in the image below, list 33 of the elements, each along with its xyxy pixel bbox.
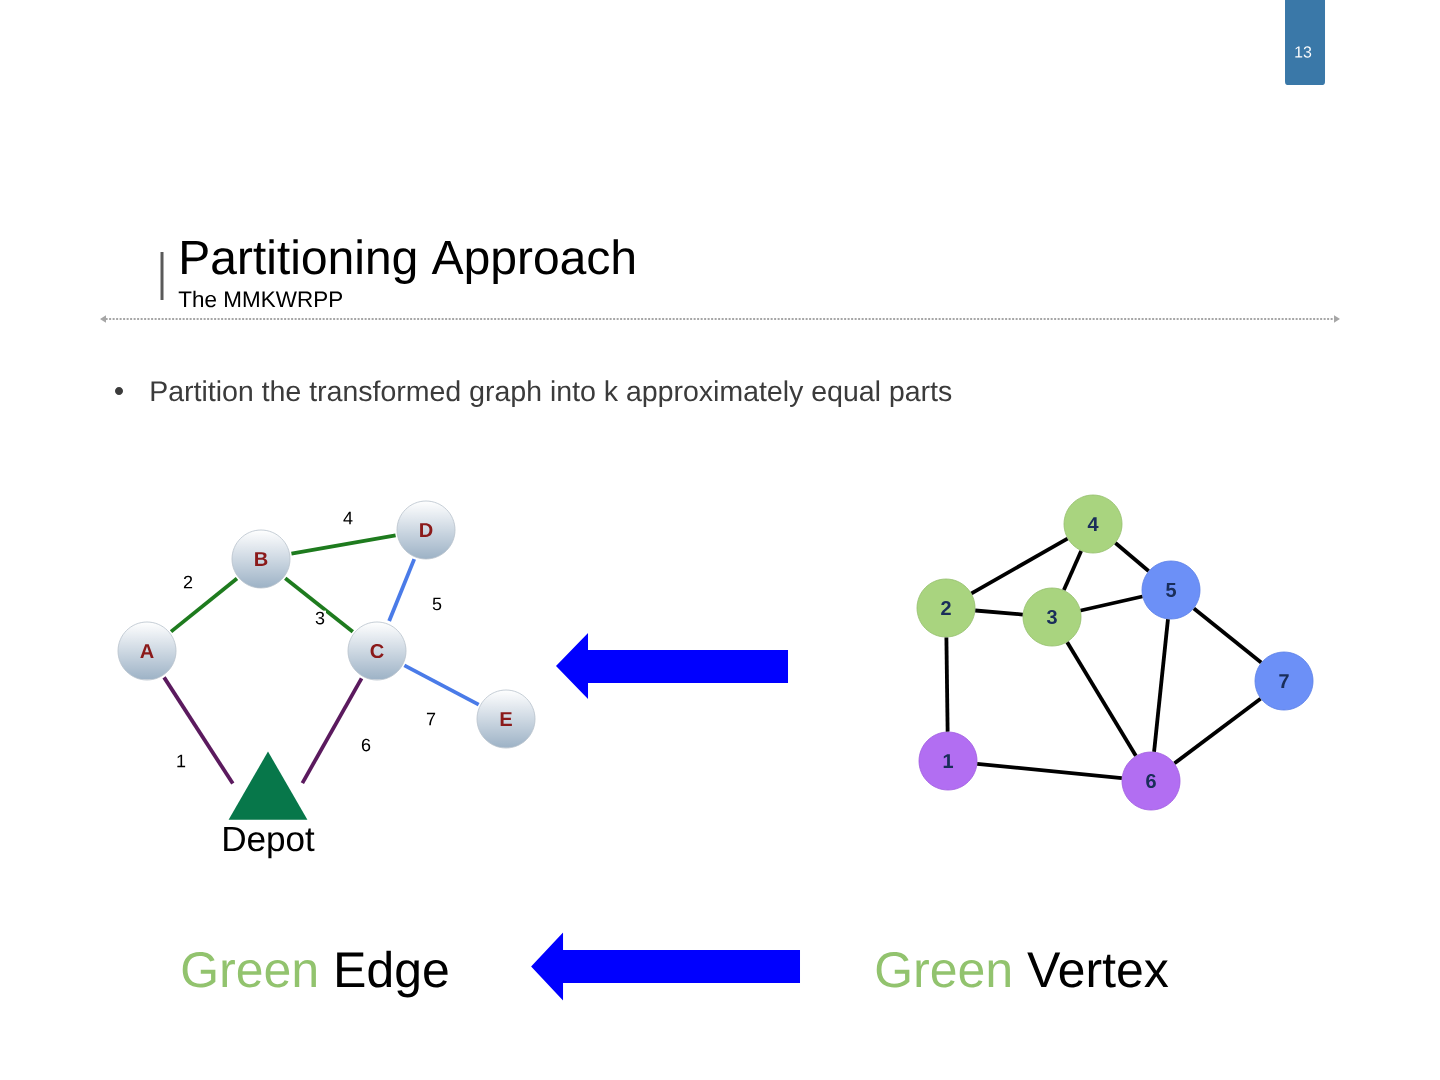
edge-line <box>1173 697 1262 765</box>
edge-line <box>1152 619 1170 752</box>
edge-line <box>387 558 416 622</box>
bullet-text: Partition the transformed graph into k approximately equal parts <box>151 380 952 407</box>
edge-line <box>970 536 1069 596</box>
edge-line <box>1114 541 1150 573</box>
edge-label: 6 <box>360 737 372 753</box>
edge-line <box>1065 641 1138 757</box>
subtitle: The MMKWRPP <box>178 290 342 308</box>
edge-line <box>1080 594 1143 613</box>
edge-line <box>403 663 480 707</box>
edge-line <box>977 762 1122 781</box>
caption-text: Green Vertex <box>876 952 1169 988</box>
edge-line <box>944 637 950 732</box>
edge-label: 7 <box>425 711 437 727</box>
edge-line <box>284 576 354 634</box>
edge-line <box>169 576 239 634</box>
node-caption: Depot <box>224 826 315 859</box>
edge-line <box>975 608 1023 617</box>
edge-line <box>300 677 364 784</box>
edge-label: 3 <box>314 610 326 626</box>
page-number: 13 <box>1285 0 1325 85</box>
edge-line <box>1062 550 1083 591</box>
triangle-symbol <box>228 751 308 820</box>
edge-line <box>1192 606 1263 665</box>
edge-label: 5 <box>431 596 443 612</box>
edge-label: 1 <box>175 753 187 769</box>
edge-label: 4 <box>342 510 354 526</box>
edge-label: 2 <box>182 574 194 590</box>
slide-title: Partitioning Approach <box>182 239 634 284</box>
edge-line <box>162 676 235 785</box>
edge-line <box>291 533 396 556</box>
caption-text: Green Edge <box>182 950 448 998</box>
